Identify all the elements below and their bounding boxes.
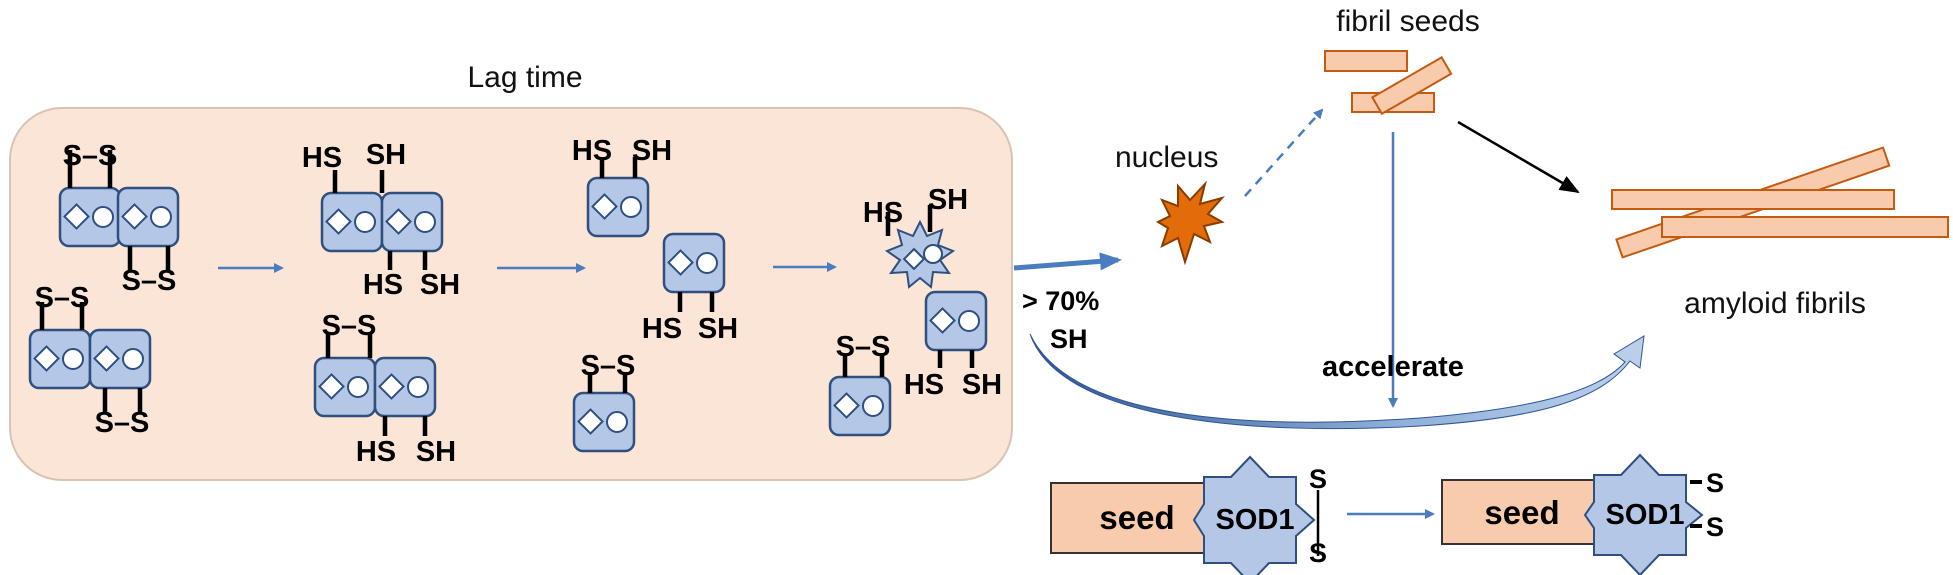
thiol-label: HS	[642, 313, 682, 345]
disulfide-label: S–S	[836, 331, 891, 363]
thiol-label: HS	[904, 369, 944, 401]
disulfide-monomer: S–S	[828, 331, 892, 437]
disulfide-dimer: S–S HS SH	[313, 310, 456, 468]
disulfide-label: S–S	[95, 407, 150, 439]
thiol-label: SH	[420, 269, 460, 301]
seeding-dashed-arrow	[1244, 108, 1324, 197]
seed-block	[1441, 479, 1605, 545]
seed-sod1-complex: seed SOD1 S S	[1050, 455, 1327, 575]
fibril-seeds-label: fibril seeds	[1336, 5, 1479, 38]
amyloid-fibrils-label: amyloid fibrils	[1684, 287, 1866, 320]
threshold-sh-label: SH	[1050, 324, 1088, 354]
reduced-monomer: HS SH	[904, 290, 1002, 401]
nucleus-star-icon	[1155, 180, 1225, 266]
sulfur-label: S	[1706, 512, 1724, 542]
thiol-label: SH	[632, 135, 672, 167]
thiol-label: SH	[962, 369, 1002, 401]
disulfide-label: S–S	[322, 310, 377, 342]
elongation-arrow	[1457, 120, 1580, 194]
lag-time-label: Lag time	[467, 61, 582, 94]
thiol-label: HS	[363, 269, 403, 301]
sod1-octagon-icon	[1192, 455, 1316, 575]
disulfide-dimer: S–S S–S	[28, 282, 152, 439]
thiol-label: HS	[863, 197, 903, 229]
accelerate-arrow	[1029, 333, 1645, 430]
reduced-monomer: HS SH	[572, 135, 672, 238]
disulfide-label: S–S	[35, 282, 90, 314]
nucleation-arrow	[1013, 252, 1122, 271]
seed-label: seed	[1099, 499, 1174, 536]
thiol-label: SH	[698, 313, 738, 345]
seed-label: seed	[1484, 494, 1559, 531]
threshold-label: > 70%	[1022, 286, 1099, 316]
thiol-label: SH	[928, 184, 968, 216]
thiol-label: HS	[572, 135, 612, 167]
lag-time-box	[9, 107, 1013, 481]
thiol-label: HS	[302, 142, 342, 174]
reduced-dimer: HS SH HS SH	[302, 139, 460, 301]
accelerate-label: accelerate	[1322, 351, 1464, 383]
fibril-bar-icon	[1661, 216, 1949, 238]
sod1-label: SOD1	[1606, 499, 1685, 531]
disulfide-monomer: S–S	[572, 350, 636, 453]
fibril-seed-icon	[1370, 55, 1453, 116]
sulfur-label: S	[1706, 468, 1724, 498]
sod1-label: SOD1	[1216, 504, 1295, 536]
thiol-label: SH	[416, 436, 456, 468]
disulfide-label: S–S	[122, 265, 177, 297]
sulfur-label: S	[1309, 538, 1327, 568]
disulfide-dimer: S–S S–S	[58, 140, 180, 297]
disulfide-label: S–S	[581, 350, 636, 382]
fibril-seed-icon	[1324, 50, 1408, 72]
disulfide-label: S–S	[63, 140, 118, 172]
misfolded-monomer: HS SH	[863, 184, 968, 289]
sod1-octagon-icon	[1583, 453, 1704, 575]
sulfur-label: S	[1309, 464, 1327, 494]
reduced-monomer: HS SH	[642, 232, 738, 345]
fibril-bar-icon	[1611, 189, 1895, 210]
thiol-label: HS	[356, 436, 396, 468]
nucleus-label: nucleus	[1115, 141, 1218, 174]
thiol-label: SH	[366, 139, 406, 171]
seed-sod1-complex: seed SOD1 S S	[1441, 453, 1724, 575]
